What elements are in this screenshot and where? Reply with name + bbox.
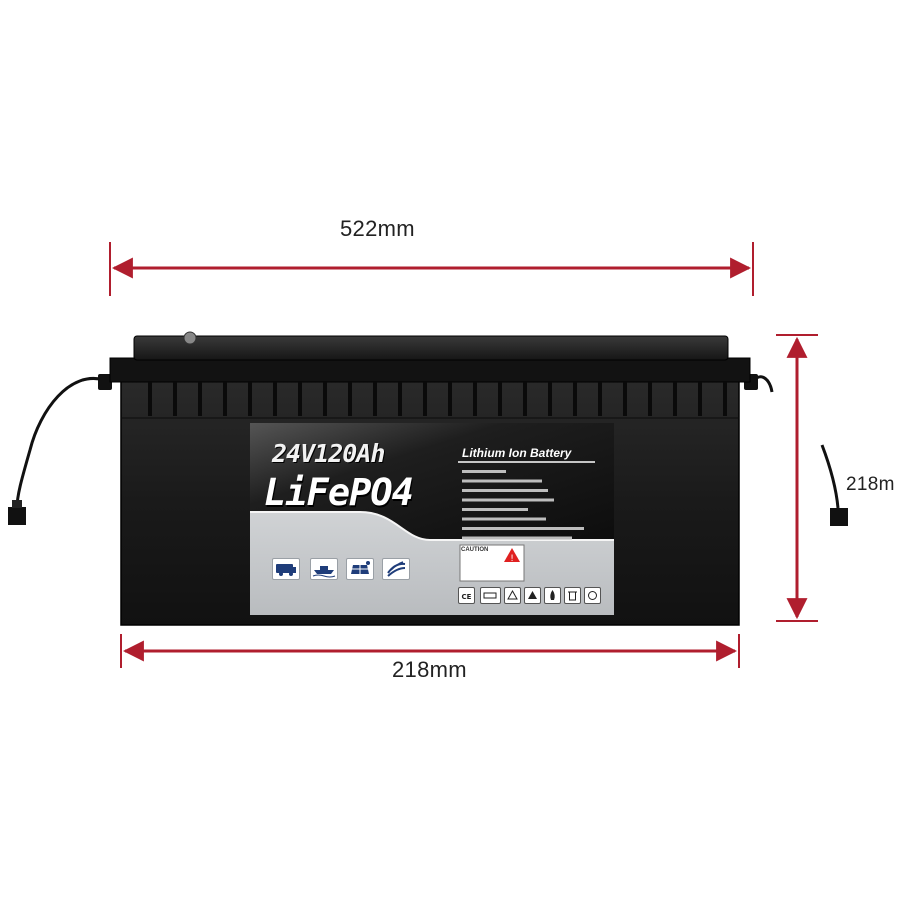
capacity-title: 24V120Ah: [272, 439, 385, 468]
fire-icon: [544, 587, 561, 604]
casing-rib: [298, 382, 302, 416]
trash-icon: [564, 587, 581, 604]
length-dimension-label: 218mm: [392, 657, 467, 682]
casing-rib: [698, 382, 702, 416]
solar-panel-icon: [346, 558, 374, 580]
casing-rib: [498, 382, 502, 416]
rv-icon: [272, 558, 300, 580]
casing-rib: [548, 382, 552, 416]
casing-rib: [598, 382, 602, 416]
right-cable-icon: [744, 374, 848, 526]
right-dimension: [776, 334, 818, 622]
warning-icon: [524, 587, 541, 604]
casing-rib: [423, 382, 427, 416]
brand-line: Lithium Ion Battery: [462, 446, 572, 460]
casing-rib: [223, 382, 227, 416]
chemistry-title: LiFePO4: [264, 471, 414, 514]
casing-rib: [723, 382, 727, 416]
casing-rib: [248, 382, 252, 416]
casing-rib: [648, 382, 652, 416]
casing-rib: [173, 382, 177, 416]
casing-rib: [448, 382, 452, 416]
spec-text-line: [462, 489, 548, 492]
casing-rib: [473, 382, 477, 416]
spec-text-line: [462, 536, 572, 540]
casing-rib: [523, 382, 527, 416]
spec-text-line: [462, 498, 554, 502]
ce-mark-icon: CE: [458, 587, 475, 604]
casing-rib: [373, 382, 377, 416]
casing-rib: [198, 382, 202, 416]
spec-text-line: [462, 517, 546, 521]
casing-rib: [398, 382, 402, 416]
left-cable-icon: [8, 374, 112, 525]
caution-label: CAUTION: [461, 547, 489, 553]
spec-text-line: [462, 508, 528, 511]
top-dimension: [109, 242, 754, 296]
spec-text-line: [462, 479, 542, 483]
product-label: !: [250, 423, 614, 615]
casing-rib: [573, 382, 577, 416]
label-panel: 24V120Ah LiFePO4 Lithium Ion Battery CAU…: [250, 423, 614, 615]
lock-icon: [584, 587, 601, 604]
bottom-dimension: [120, 634, 740, 668]
casing-rib: [673, 382, 677, 416]
spec-text-line: [462, 527, 584, 530]
recycle-icon: [504, 587, 521, 604]
casing-rib: [273, 382, 277, 416]
svg-text:CE: CE: [462, 593, 472, 601]
battery-icon: [480, 587, 501, 604]
casing-rib: [323, 382, 327, 416]
spec-text-line: [462, 470, 506, 473]
casing-rib: [623, 382, 627, 416]
boat-icon: [310, 558, 338, 580]
casing-rib: [348, 382, 352, 416]
width-dimension-label: 522mm: [340, 216, 415, 241]
wind-icon: [382, 558, 410, 580]
casing-rib: [148, 382, 152, 416]
height-dimension-label: 218m: [846, 474, 895, 495]
svg-text:!: !: [510, 554, 514, 564]
